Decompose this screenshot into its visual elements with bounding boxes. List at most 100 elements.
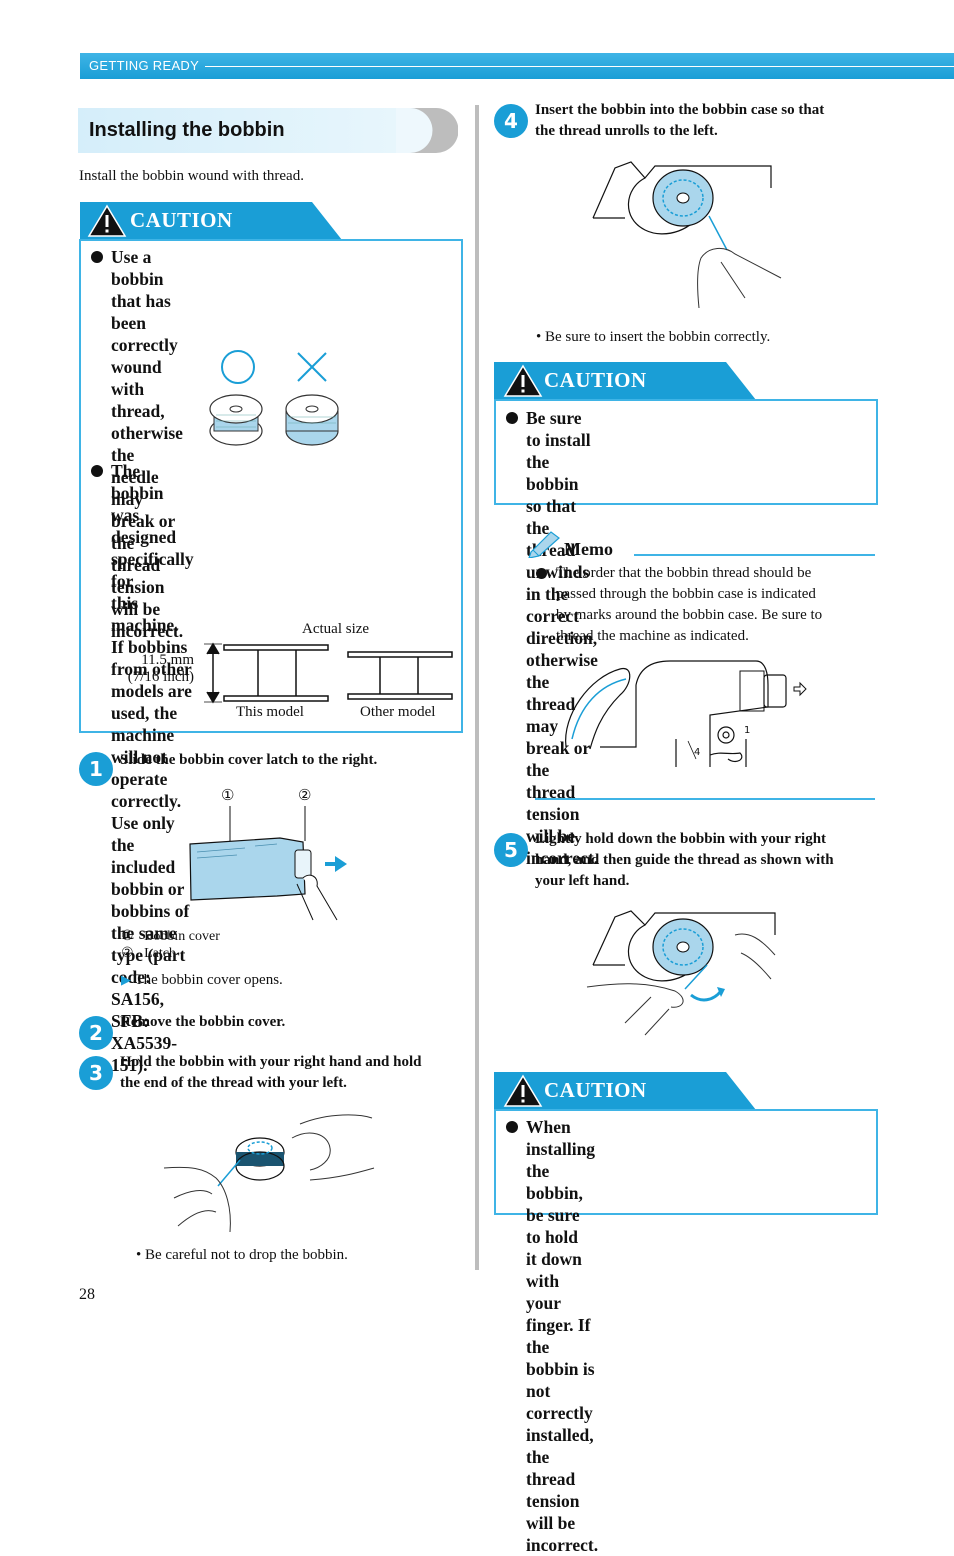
text-line: not correctly installed, the thread tens… bbox=[526, 1381, 594, 1511]
text-line: thread tension will be incorrect. bbox=[526, 782, 599, 868]
bullet-dot bbox=[91, 465, 103, 477]
correct-mark-icon bbox=[221, 350, 255, 384]
text-line: Slide the bobbin cover latch to the righ… bbox=[120, 752, 378, 768]
memo-label: Memo bbox=[564, 539, 613, 559]
step1-legend: ① Bobbin cover ② Latch bbox=[121, 928, 220, 962]
insert-bobbin-illustration bbox=[592, 161, 782, 309]
text-line: wound with thread, otherwise the needle bbox=[111, 357, 183, 487]
step-4-text: Insert the bobbin into the bobbin case s… bbox=[535, 100, 824, 142]
callout-1: ① bbox=[221, 788, 235, 804]
other-model-bobbin-icon bbox=[347, 651, 453, 700]
dimension-mm: 11.5 mm bbox=[141, 652, 194, 668]
caution-label-3: CAUTION bbox=[544, 1078, 647, 1102]
header-rule bbox=[205, 66, 954, 67]
intro-text: Install the bobbin wound with thread. bbox=[79, 168, 304, 184]
legend-mark: ② bbox=[121, 946, 134, 961]
this-model-label: This model bbox=[236, 704, 304, 720]
caution-box-3 bbox=[494, 1109, 878, 1215]
memo-mark-1: 1 bbox=[744, 725, 750, 736]
step-5-text: Lightly hold down the bobbin with your r… bbox=[535, 829, 834, 892]
text-line: code: SA156, SFB: XA5539-151). bbox=[111, 967, 178, 1075]
legend-item-bobbin-cover: ① Bobbin cover bbox=[121, 928, 220, 945]
callout-2: ② bbox=[298, 788, 312, 804]
legend-text: Latch bbox=[144, 946, 176, 961]
text-line: Lightly hold down the bobbin with your r… bbox=[535, 831, 827, 847]
caution-label-2: CAUTION bbox=[544, 368, 647, 392]
bullet-dot bbox=[91, 251, 103, 263]
text-line: your left hand. bbox=[535, 873, 630, 889]
text-line: bobbin or bobbins of the same type (part bbox=[111, 879, 190, 965]
step-3-text: Hold the bobbin with your right hand and… bbox=[120, 1052, 422, 1094]
text-line: The order that the bobbin thread should … bbox=[556, 565, 812, 581]
text-line: this machine. If bobbins from other bbox=[111, 593, 192, 679]
text-line: passed through the bobbin case is indica… bbox=[556, 586, 816, 602]
correct-bobbin-icon bbox=[209, 394, 263, 446]
text-line: Remove the bobbin cover. bbox=[120, 1014, 286, 1030]
legend-item-latch: ② Latch bbox=[121, 945, 220, 962]
step-2-number-icon: 2 bbox=[79, 1016, 113, 1050]
caution-tab-3: CAUTION bbox=[494, 1072, 756, 1110]
section-title-banner: Installing the bobbin bbox=[78, 108, 458, 153]
legend-mark: ① bbox=[121, 929, 134, 944]
text-line: otherwise the thread may break or the bbox=[526, 650, 598, 780]
bullet-dot bbox=[536, 568, 547, 579]
guide-thread-illustration bbox=[586, 910, 776, 1036]
dimension-label: 11.5 mm (7/16 inch) bbox=[118, 652, 194, 686]
text-line: incorrect. bbox=[111, 621, 184, 641]
step-5-number-icon: 5 bbox=[494, 833, 528, 867]
step-1-number-icon: 1 bbox=[79, 752, 113, 786]
memo-pencil-icon bbox=[528, 531, 560, 558]
text-line: The bobbin was designed specifically for bbox=[111, 461, 194, 591]
result-arrow-icon: ▶ bbox=[121, 972, 131, 987]
caution-box-2 bbox=[494, 399, 878, 505]
memo-rule-top bbox=[634, 554, 875, 556]
text-line: the end of the thread with your left. bbox=[120, 1075, 347, 1091]
text-line: When installing the bobbin, be sure to h… bbox=[526, 1117, 596, 1247]
step4-note: • Be sure to insert the bobbin correctly… bbox=[536, 329, 771, 345]
memo-rule-bottom bbox=[535, 798, 875, 800]
bobbin-size-diagram bbox=[204, 642, 453, 704]
caution-label-1: CAUTION bbox=[130, 208, 233, 232]
text-line: Use a bobbin that has been correctly bbox=[111, 247, 178, 355]
hold-bobbin-illustration bbox=[163, 1114, 375, 1233]
step3-note: • Be careful not to drop the bobbin. bbox=[136, 1247, 348, 1263]
text-line: Insert the bobbin into the bobbin case s… bbox=[535, 102, 825, 118]
text-line: hand, and then guide the thread as shown… bbox=[535, 852, 834, 868]
text-line: Be sure to install the bobbin so that th… bbox=[526, 408, 591, 538]
dimension-inch: (7/16 inch) bbox=[127, 669, 194, 685]
text-line: operate correctly. Use only the included bbox=[111, 769, 182, 877]
header-section: GETTING READY bbox=[89, 58, 200, 73]
step-4-number-icon: 4 bbox=[494, 104, 528, 138]
incorrect-mark-icon bbox=[297, 352, 327, 382]
svg-text:5: 5 bbox=[504, 838, 518, 862]
step-1-text: Slide the bobbin cover latch to the righ… bbox=[120, 750, 377, 771]
step-3-number-icon: 3 bbox=[79, 1056, 113, 1090]
text-line: the thread unrolls to the left. bbox=[535, 123, 718, 139]
other-model-label: Other model bbox=[360, 704, 436, 720]
actual-size-label: Actual size bbox=[302, 621, 370, 637]
step-2-text: Remove the bobbin cover. bbox=[120, 1012, 285, 1033]
svg-text:2: 2 bbox=[89, 1021, 103, 1045]
page-number: 28 bbox=[79, 1286, 95, 1303]
bobbin-case-marks-illustration: 1 4 bbox=[565, 660, 807, 767]
bobbin-comparison-illustration bbox=[209, 350, 339, 446]
memo-mark-4: 4 bbox=[694, 747, 700, 758]
bullet-dot bbox=[506, 412, 518, 424]
text-line: will be incorrect. bbox=[526, 1513, 599, 1555]
page-title: Installing the bobbin bbox=[89, 119, 285, 141]
bullet-dot bbox=[506, 1121, 518, 1133]
column-divider bbox=[475, 105, 479, 1270]
svg-text:3: 3 bbox=[89, 1061, 103, 1085]
text-line: thread the machine as indicated. bbox=[556, 628, 749, 644]
caution-tab-1: CAUTION bbox=[80, 202, 342, 240]
caution-tab-2: CAUTION bbox=[494, 362, 756, 400]
text-line: may break or the thread tension will be bbox=[111, 489, 176, 619]
svg-text:1: 1 bbox=[89, 757, 103, 781]
text-line: by marks around the bobbin case. Be sure… bbox=[556, 607, 823, 623]
result-text: The bobbin cover opens. bbox=[134, 972, 283, 988]
legend-text: Bobbin cover bbox=[144, 929, 220, 944]
incorrect-bobbin-icon bbox=[285, 394, 339, 446]
text-line: it down with your finger. If the bobbin … bbox=[526, 1249, 595, 1379]
bobbin-cover-illustration bbox=[189, 806, 347, 921]
svg-text:4: 4 bbox=[504, 109, 518, 133]
